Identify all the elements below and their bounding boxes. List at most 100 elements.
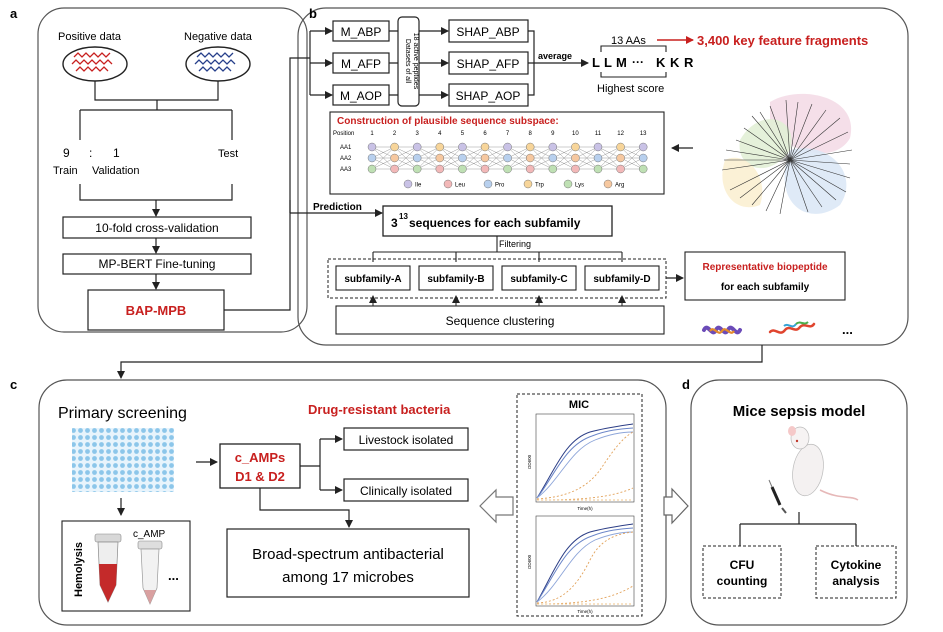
lattice-node xyxy=(548,164,558,174)
lattice-node xyxy=(390,142,399,152)
subfamily-box-c xyxy=(501,265,577,291)
lattice-node xyxy=(412,164,422,174)
cfu-box xyxy=(702,545,782,599)
legend-swatch xyxy=(603,179,613,189)
camps-line2: D1 & D2 xyxy=(235,469,285,484)
lattice-node xyxy=(638,142,648,152)
lattice-node xyxy=(616,153,625,163)
c-to-d-hollow-arrow xyxy=(663,487,689,525)
negative-data-label: Negative data xyxy=(184,31,253,43)
seq-residue-11: K xyxy=(656,55,666,70)
ratio-train-value: 9 xyxy=(63,146,70,160)
drug-resistant-label: Drug-resistant bacteria xyxy=(308,402,451,417)
datasets-text: Datasets of all 18 active peptides xyxy=(404,33,419,90)
lattice-node xyxy=(435,164,445,174)
lattice-edge xyxy=(484,146,508,170)
position-number: 4 xyxy=(438,131,442,137)
filtering-label: Filtering xyxy=(499,239,531,249)
camp-tube xyxy=(137,540,163,605)
subfamily-label-c: subfamily-C xyxy=(510,274,567,285)
panel-d-letter: d xyxy=(682,377,690,392)
lattice-edge xyxy=(394,146,418,170)
legend-swatch xyxy=(443,179,453,189)
aa-bracket-bottom xyxy=(600,72,667,78)
position-number: 3 xyxy=(416,131,420,137)
peptide-sequence: L L M ··· K K R xyxy=(592,55,694,70)
representative-line1: Representative biopeptide xyxy=(702,262,827,273)
legend-label: Ile xyxy=(415,183,422,189)
datasets-box xyxy=(397,16,420,107)
lattice-edge xyxy=(439,146,463,170)
mic-plot-bottom: Time(h) OD600 xyxy=(527,515,635,614)
subfamily-label-a: subfamily-A xyxy=(344,274,401,285)
representative-line2: for each subfamily xyxy=(721,282,810,293)
lattice-node xyxy=(571,142,580,152)
seq-residue-13: R xyxy=(684,55,694,70)
lattice-node xyxy=(390,153,399,163)
lattice-node xyxy=(638,164,648,174)
lattice-edge xyxy=(371,146,395,170)
model-boxes: M_ABP M_AFP M_AOP xyxy=(332,20,390,106)
lattice-node xyxy=(616,142,625,152)
position-number: 13 xyxy=(640,131,647,137)
representative-box xyxy=(684,251,846,301)
panel-a: a Positive data Negative data 9 : 1 Trai… xyxy=(10,6,308,333)
lattice-edge xyxy=(575,146,599,170)
cytokine-line2: analysis xyxy=(832,574,880,588)
lattice-node xyxy=(458,153,467,163)
shap-boxes: SHAP_ABP SHAP_AFP SHAP_AOP xyxy=(448,19,529,107)
mouse-icon xyxy=(768,426,859,514)
cytokine-box xyxy=(815,545,897,599)
subfamily-label-b: subfamily-B xyxy=(427,274,484,285)
key-fragments-label: 3,400 key feature fragments xyxy=(697,33,868,48)
shap-label-aop: SHAP_AOP xyxy=(456,89,521,103)
lattice-node xyxy=(593,142,603,152)
position-number: 12 xyxy=(617,131,624,137)
b-to-c-arrow xyxy=(117,345,763,379)
position-number: 7 xyxy=(506,131,510,137)
lattice-node xyxy=(548,153,558,163)
lattice-node xyxy=(367,153,377,163)
sequences-box xyxy=(382,205,613,237)
model-label-abp: M_ABP xyxy=(341,25,382,39)
lattice-node xyxy=(412,142,422,152)
mic-plot-top: Time(h) OD600 xyxy=(527,413,635,511)
broad-spectrum-line1: Broad-spectrum antibacterial xyxy=(252,546,444,563)
prediction-label: Prediction xyxy=(313,202,362,213)
mic-ylabel: OD600 xyxy=(527,554,532,569)
legend-label: Leu xyxy=(455,183,465,189)
panel-a-letter: a xyxy=(10,6,18,21)
position-number: 9 xyxy=(551,131,555,137)
position-number: 8 xyxy=(529,131,533,137)
bap-mpb-label: BAP-MPB xyxy=(126,303,187,318)
legend-label: Arg xyxy=(615,183,624,189)
lattice-node xyxy=(435,153,445,163)
finetune-box xyxy=(62,253,252,275)
camps-box xyxy=(219,443,301,489)
datasets-line2: 18 active peptides xyxy=(412,33,419,90)
legend-swatch xyxy=(523,179,533,189)
seq-ellipsis: ··· xyxy=(632,55,644,69)
finetune-label: MP-BERT Fine-tuning xyxy=(99,257,216,271)
subfamily-box-b xyxy=(418,265,494,291)
mice-model-title: Mice sepsis model xyxy=(733,403,866,420)
panel-d: d Mice sepsis model CFU counting Cytokin… xyxy=(682,377,908,626)
aa-row-label: AA3 xyxy=(340,167,352,173)
panel-c: c Primary screening Hemolysis c_AMP ... … xyxy=(10,377,667,626)
subfamily-label-d: subfamily-D xyxy=(593,274,650,285)
lattice-node xyxy=(503,164,512,174)
clustering-box xyxy=(335,305,665,335)
legend-swatch xyxy=(563,179,573,189)
clustering-arrows xyxy=(369,295,626,306)
position-number: 2 xyxy=(393,131,397,137)
lattice-node xyxy=(458,164,467,174)
lattice-edge xyxy=(530,146,553,170)
lattice-edge xyxy=(620,146,644,170)
lattice-node xyxy=(412,153,422,163)
validation-label: Validation xyxy=(92,165,140,177)
position-number: 10 xyxy=(572,131,579,137)
lattice-edge xyxy=(417,146,440,170)
train-label: Train xyxy=(53,165,78,177)
subspace-title: Construction of plausible sequence subsp… xyxy=(337,116,559,127)
